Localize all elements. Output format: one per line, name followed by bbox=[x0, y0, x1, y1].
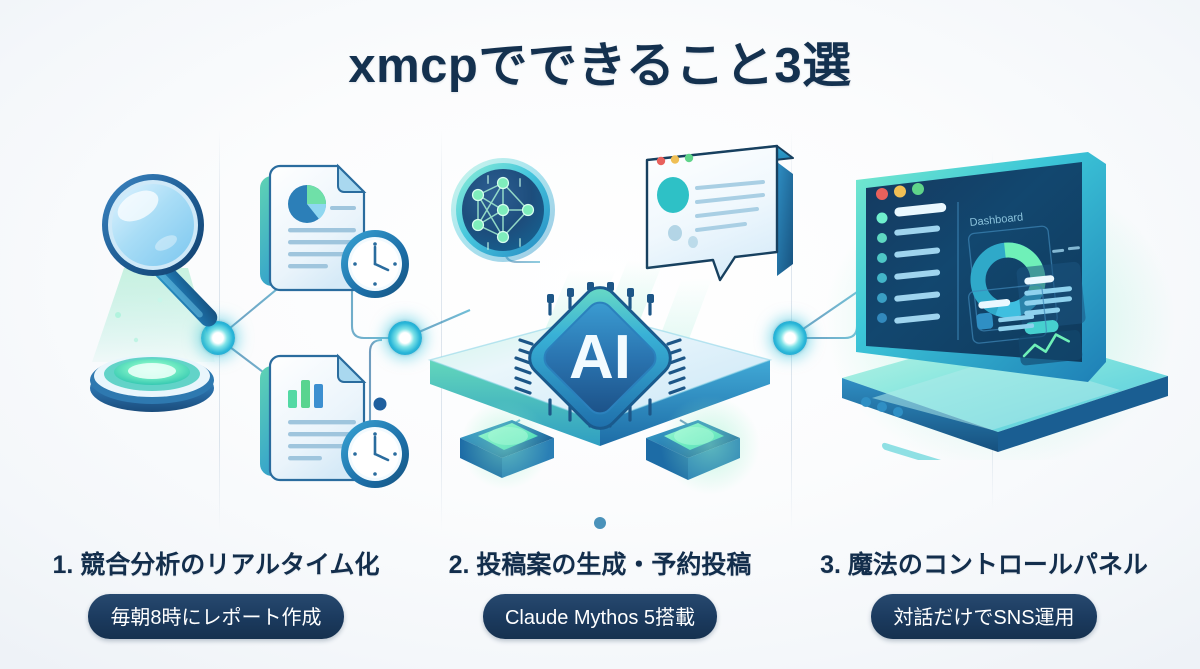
line-graph-icon bbox=[1018, 330, 1083, 366]
caption-pill-3[interactable]: 対話だけでSNS運用 bbox=[871, 594, 1097, 639]
magnifier-scan-illustration bbox=[90, 174, 218, 412]
connector-node-3 bbox=[773, 321, 807, 355]
neural-network-badge-icon bbox=[451, 158, 555, 262]
isometric-tile-left bbox=[460, 420, 554, 478]
laptop-dashboard-icon: Dashboard bbox=[825, 152, 1175, 460]
caption-pill-2[interactable]: Claude Mythos 5搭載 bbox=[482, 594, 718, 639]
connector-node-2 bbox=[388, 321, 422, 355]
caption-pill-1[interactable]: 毎朝8時にレポート作成 bbox=[88, 594, 344, 639]
ai-chip-icon: AI bbox=[427, 260, 773, 480]
dashboard-title: Dashboard bbox=[969, 211, 1024, 229]
caption-headline-2: 2. 投稿案の生成・予約投稿 bbox=[448, 551, 752, 579]
caption-headline-1: 1. 競合分析のリアルタイム化 bbox=[52, 551, 380, 579]
caption-headline-3: 3. 魔法のコントロールパネル bbox=[820, 551, 1148, 579]
isometric-tile-right bbox=[646, 420, 740, 480]
page-title: xmcpでできること3選 bbox=[348, 39, 852, 93]
chat-bubble-icon bbox=[645, 144, 794, 282]
caption-column-2: 2. 投稿案の生成・予約投稿 Claude Mythos 5搭載 bbox=[400, 545, 800, 639]
caption-column-3: 3. 魔法のコントロールパネル 対話だけでSNS運用 bbox=[784, 545, 1184, 639]
column-divider-center-left bbox=[441, 130, 442, 530]
document-bar-chart-icon bbox=[260, 353, 409, 488]
document-pie-chart-icon bbox=[260, 163, 409, 298]
chip-label: AI bbox=[569, 323, 631, 392]
caption-column-1: 1. 競合分析のリアルタイム化 毎朝8時にレポート作成 bbox=[16, 545, 416, 639]
